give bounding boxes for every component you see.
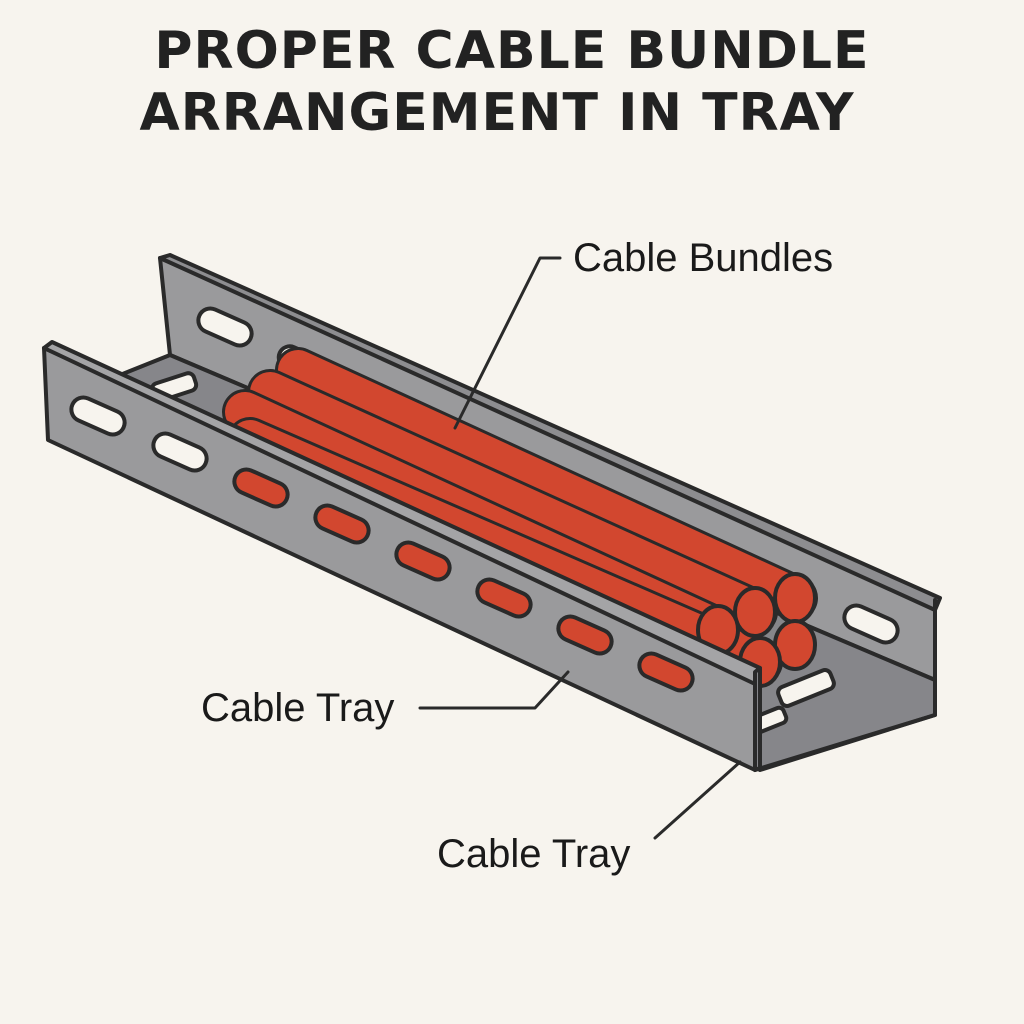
cable-end <box>733 586 777 638</box>
back-wall-slot <box>842 603 900 645</box>
front-wall-slot <box>69 395 127 437</box>
tray-end-profile <box>753 598 937 772</box>
front-wall-slot <box>394 540 452 582</box>
tray-front-edge <box>753 666 762 772</box>
cable-end <box>773 572 817 624</box>
front-wall-slot <box>313 503 371 545</box>
cable-run <box>250 372 775 632</box>
front-wall-slot <box>637 651 695 693</box>
back-wall-slot <box>196 306 254 348</box>
leader-cable-tray-end <box>653 760 742 840</box>
leader-cable-bundles <box>453 256 562 430</box>
front-wall-slot <box>232 467 290 509</box>
front-wall-slot <box>475 577 533 619</box>
front-wall-slot <box>556 614 614 656</box>
title-line-2: ARRANGEMENT IN TRAY <box>139 83 855 143</box>
title-line-1: PROPER CABLE BUNDLE <box>154 21 870 81</box>
label-cable-tray-end: Cable Tray <box>437 832 631 876</box>
leader-cable-tray-side <box>418 670 570 710</box>
diagram-title: PROPER CABLE BUNDLE ARRANGEMENT IN TRAY <box>0 20 1024 144</box>
label-cable-bundles: Cable Bundles <box>573 236 834 280</box>
tray-back-lip <box>158 253 942 612</box>
label-cable-tray-side: Cable Tray <box>201 686 395 730</box>
floor-slot <box>776 668 836 708</box>
front-wall-slot <box>151 431 209 473</box>
cable-run <box>278 350 815 618</box>
